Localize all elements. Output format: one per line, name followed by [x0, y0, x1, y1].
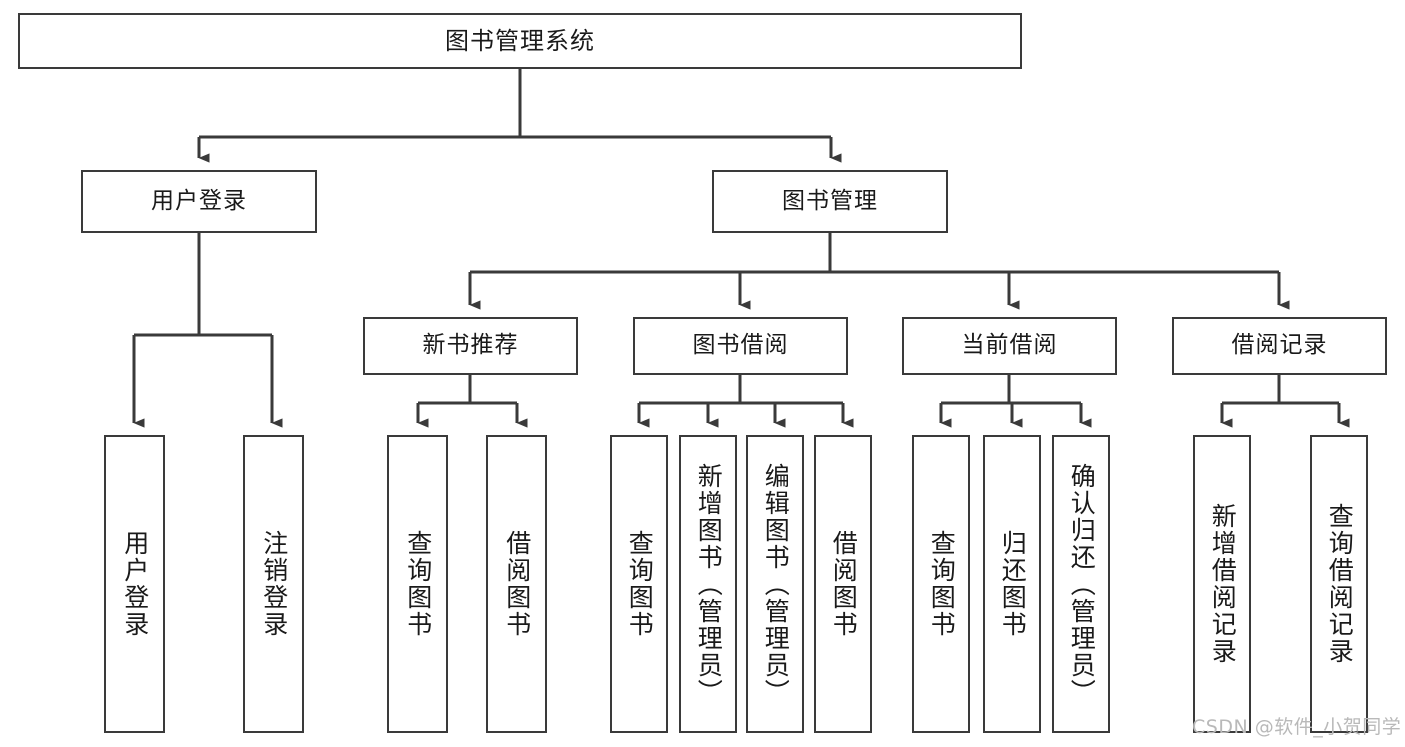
edge-borrow-record-to-leaves [1220, 375, 1350, 428]
node-book-manage[interactable]: 图书管理 [712, 170, 948, 233]
node-leaf-borrow-book-2[interactable]: 借阅图书 [814, 435, 872, 733]
node-label: 新增借阅记录 [1208, 503, 1238, 665]
node-label: 查询图书 [625, 530, 655, 638]
node-leaf-query-book-3[interactable]: 查询图书 [912, 435, 970, 733]
node-label: 查询借阅记录 [1325, 503, 1355, 665]
node-leaf-add-book[interactable]: 新增图书（管理员） [679, 435, 737, 733]
edge-current-borrow-to-leaves [939, 375, 1092, 428]
node-leaf-logout[interactable]: 注销登录 [243, 435, 304, 733]
node-borrow-record[interactable]: 借阅记录 [1172, 317, 1387, 375]
edge-root-to-modules [197, 69, 842, 163]
node-label: 用户登录 [120, 530, 150, 638]
node-book-borrow[interactable]: 图书借阅 [633, 317, 848, 375]
edge-new-book-rec-to-leaves [416, 375, 528, 428]
node-leaf-query-borrow-record[interactable]: 查询借阅记录 [1310, 435, 1368, 733]
node-label: 用户登录 [151, 187, 247, 214]
edge-book-manage-to-submodules [468, 233, 1290, 310]
node-label: 图书借阅 [692, 332, 789, 359]
node-label: 图书管理 [782, 187, 878, 214]
node-label: 当前借阅 [961, 332, 1058, 359]
node-label: 查询图书 [927, 530, 957, 638]
node-label: 借阅图书 [502, 530, 532, 638]
node-leaf-confirm-return[interactable]: 确认归还（管理员） [1052, 435, 1110, 733]
node-leaf-return-book[interactable]: 归还图书 [983, 435, 1041, 733]
edge-user-login-to-leaves [132, 233, 283, 428]
node-label: 归还图书 [998, 530, 1028, 638]
node-new-book-recommendation[interactable]: 新书推荐 [363, 317, 578, 375]
node-leaf-query-book-1[interactable]: 查询图书 [387, 435, 448, 733]
node-leaf-edit-book[interactable]: 编辑图书（管理员） [746, 435, 804, 733]
node-user-login[interactable]: 用户登录 [81, 170, 317, 233]
csdn-watermark: CSDN @软件_小贺同学 [1192, 716, 1402, 738]
node-system-root[interactable]: 图书管理系统 [18, 13, 1022, 69]
node-label: 借阅记录 [1231, 332, 1328, 359]
node-leaf-user-login[interactable]: 用户登录 [104, 435, 165, 733]
node-leaf-query-book-2[interactable]: 查询图书 [610, 435, 668, 733]
node-label: 借阅图书 [829, 530, 859, 638]
node-label: 注销登录 [259, 530, 289, 638]
node-label: 查询图书 [403, 530, 433, 638]
node-current-borrow[interactable]: 当前借阅 [902, 317, 1117, 375]
node-leaf-borrow-book-1[interactable]: 借阅图书 [486, 435, 547, 733]
node-label: 确认归还（管理员） [1067, 462, 1097, 706]
node-leaf-add-borrow-record[interactable]: 新增借阅记录 [1193, 435, 1251, 733]
node-label: 图书管理系统 [445, 26, 595, 55]
edge-book-borrow-to-leaves [637, 375, 854, 428]
node-label: 编辑图书（管理员） [761, 462, 791, 706]
node-label: 新增图书（管理员） [694, 462, 724, 706]
node-label: 新书推荐 [422, 332, 519, 359]
